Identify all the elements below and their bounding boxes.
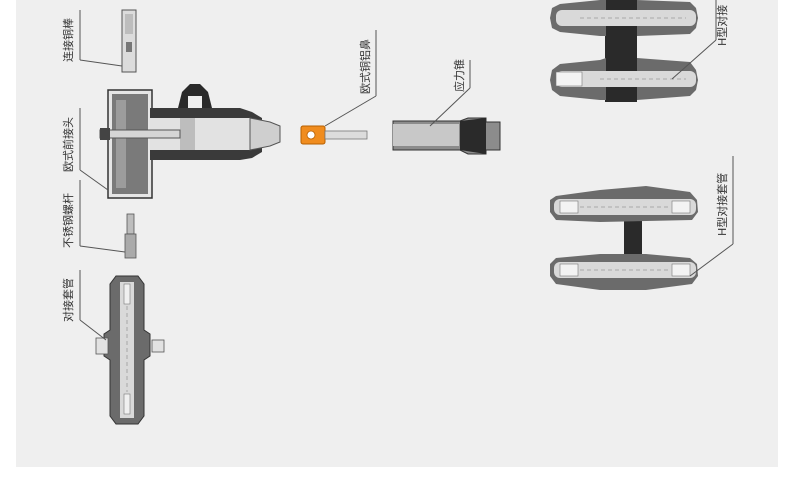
label-euro-copper-aluminum-lug: 欧式铜铝鼻 [358,39,372,94]
label-euro-front-connector: 欧式前接头 [61,117,75,172]
label-stress-cone: 应力锥 [452,59,466,92]
label-connecting-rod: 连接铜棒 [61,18,75,62]
docking-sleeve: 对接套管 [61,270,165,425]
label-docking-sleeve: 对接套管 [61,278,75,322]
euro-front-connector: 欧式前接头 [61,84,281,199]
euro-copper-aluminum-lug: 欧式铜铝鼻 [300,30,377,145]
connecting-rod: 连接铜棒 [61,9,137,73]
h-type-docking-sleeve: H型对接套管 [550,156,734,290]
label-h-type-docking-top: H型对接 [715,5,729,46]
stainless-bolt: 不锈钢螺杆 [61,180,137,259]
stress-cone: 应力锥 [392,59,501,155]
label-stainless-bolt: 不锈钢螺杆 [61,193,75,248]
label-h-type-docking-sleeve: H型对接套管 [715,173,729,236]
h-type-docking-top: H型对接 [550,0,729,102]
